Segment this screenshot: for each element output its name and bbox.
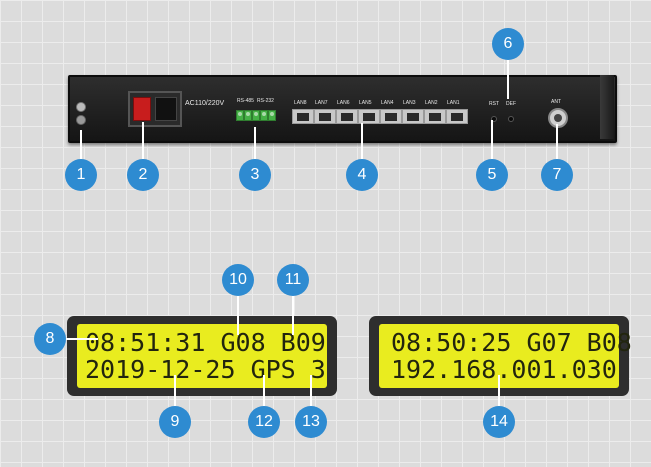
- lan-label: LAN3: [403, 100, 416, 106]
- callout-8: 8: [34, 323, 66, 355]
- lan-port: [336, 109, 358, 124]
- callout-12: 12: [248, 406, 280, 438]
- ground-terminal: [76, 115, 86, 125]
- leader-line: [292, 295, 294, 335]
- callout-2: 2: [127, 159, 159, 191]
- leader-line: [507, 59, 509, 99]
- callout-13: 13: [295, 406, 327, 438]
- leader-line: [142, 122, 144, 159]
- callout-5: 5: [476, 159, 508, 191]
- lan-label: LAN5: [359, 100, 372, 106]
- rs485-label: RS-485: [237, 98, 254, 104]
- lcd-left-line1: 08:51:31 G08 B09: [85, 328, 326, 357]
- lcd-left-frame: 08:51:31 G08 B09 2019-12-25 GPS 3: [67, 316, 337, 396]
- leader-line: [310, 375, 312, 406]
- callout-6: 6: [492, 28, 524, 60]
- lan-port: [314, 109, 336, 124]
- leader-line: [237, 295, 239, 335]
- lan-port: [446, 109, 468, 124]
- leader-line: [556, 124, 558, 159]
- power-label: AC110/220V: [185, 100, 225, 107]
- leader-line: [174, 375, 176, 406]
- lan-port: [402, 109, 424, 124]
- leader-line: [65, 338, 98, 340]
- ground-screw: [76, 102, 86, 112]
- lan-port: [292, 109, 314, 124]
- leader-line: [361, 123, 363, 159]
- rst-label: RST: [489, 101, 499, 107]
- power-switch: [133, 97, 151, 121]
- def-label: DEF: [506, 101, 516, 107]
- lcd-right-line2: 192.168.001.030: [391, 355, 617, 384]
- callout-10: 10: [222, 264, 254, 296]
- rst-button-hole: [491, 116, 497, 122]
- lan-port: [380, 109, 402, 124]
- lan-label: LAN8: [294, 100, 307, 106]
- lan-label: LAN1: [447, 100, 460, 106]
- callout-9: 9: [159, 406, 191, 438]
- callout-14: 14: [483, 406, 515, 438]
- device-rear-panel: AC110/220V RS-485 RS-232 LAN8 LAN7 LAN6 …: [68, 75, 617, 143]
- def-button-hole: [508, 116, 514, 122]
- lan-port: [358, 109, 380, 124]
- lcd-left-screen: 08:51:31 G08 B09 2019-12-25 GPS 3: [77, 324, 327, 388]
- antenna-connector: [548, 108, 568, 128]
- lan-label: LAN2: [425, 100, 438, 106]
- callout-7: 7: [541, 159, 573, 191]
- leader-line: [263, 375, 265, 406]
- leader-line: [491, 120, 493, 159]
- leader-line: [80, 130, 82, 159]
- callout-3: 3: [239, 159, 271, 191]
- rack-ear: [600, 75, 614, 139]
- leader-line: [498, 375, 500, 406]
- leader-line: [254, 127, 256, 159]
- lcd-left-line2: 2019-12-25 GPS 3: [85, 355, 326, 384]
- callout-11: 11: [277, 264, 309, 296]
- callout-1: 1: [65, 159, 97, 191]
- ant-label: ANT: [551, 99, 561, 105]
- lan-label: LAN7: [315, 100, 328, 106]
- lcd-right-line1: 08:50:25 G07 B08: [391, 328, 632, 357]
- power-socket: [128, 91, 182, 127]
- lan-label: LAN6: [337, 100, 350, 106]
- power-inlet: [155, 97, 177, 121]
- callout-4: 4: [346, 159, 378, 191]
- lan-label: LAN4: [381, 100, 394, 106]
- lan-port: [424, 109, 446, 124]
- rs232-label: RS-232: [257, 98, 274, 104]
